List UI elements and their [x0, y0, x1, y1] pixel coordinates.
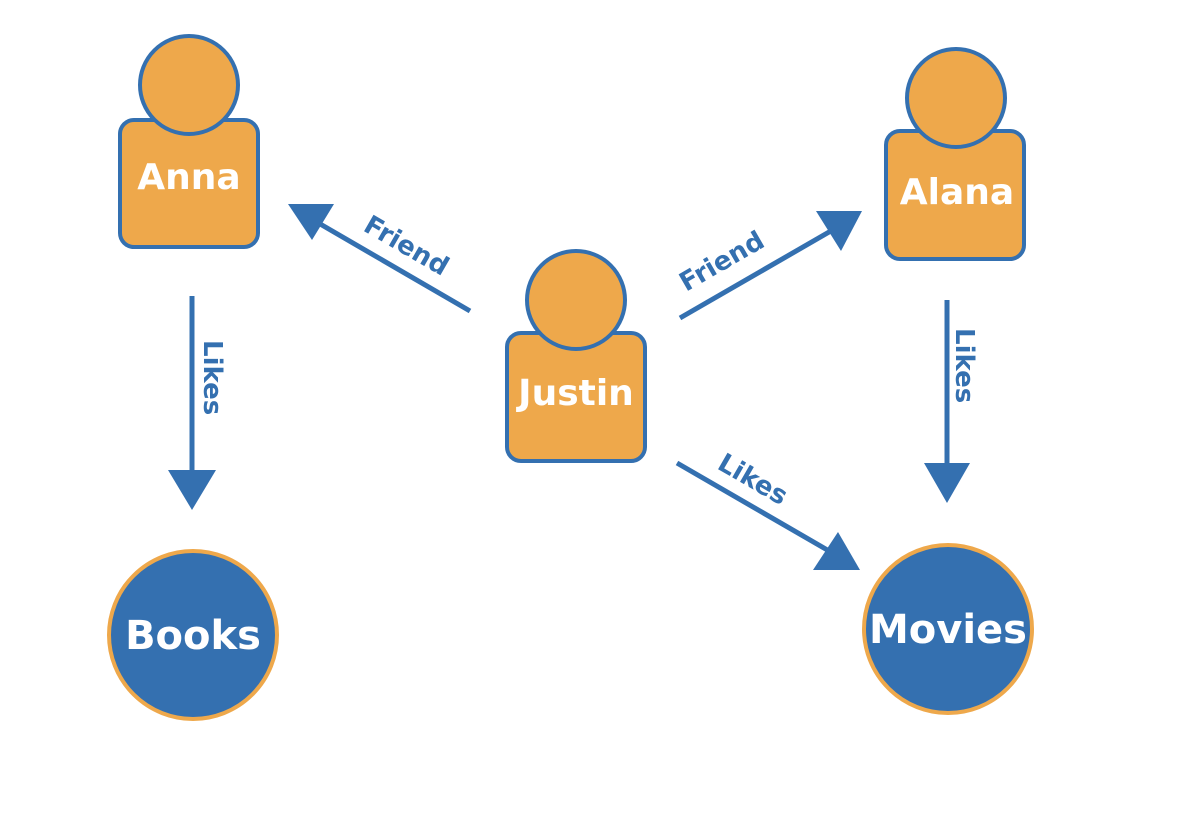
node-label-books: Books — [125, 613, 261, 659]
arrowhead-icon — [168, 470, 216, 510]
node-label-alana: Alana — [900, 172, 1014, 213]
node-label-justin: Justin — [515, 373, 634, 414]
edge-justin-alana: Friend — [675, 211, 862, 321]
edge-label-friend-alana: Friend — [675, 226, 770, 298]
arrowhead-icon — [288, 204, 334, 240]
edge-justin-anna: Friend — [288, 204, 472, 314]
arrowhead-icon — [816, 211, 862, 251]
edge-alana-movies: Likes — [924, 300, 979, 503]
node-movies[interactable]: Movies — [862, 543, 1034, 715]
node-anna[interactable]: Anna — [118, 34, 260, 249]
thing-circle-icon — [862, 543, 1034, 715]
person-head-icon — [905, 47, 1007, 149]
edge-label-likes-justin-movies: Likes — [713, 448, 793, 512]
thing-circle-icon — [107, 549, 279, 721]
node-justin[interactable]: Justin — [505, 249, 647, 463]
edge-anna-books: Likes — [168, 296, 227, 510]
person-head-icon — [525, 249, 627, 351]
node-label-anna: Anna — [137, 157, 240, 198]
node-label-movies: Movies — [869, 607, 1027, 653]
arrowhead-icon — [813, 532, 860, 570]
node-alana[interactable]: Alana — [884, 47, 1026, 261]
edge-label-likes-alana-movies: Likes — [949, 328, 979, 403]
person-head-icon — [138, 34, 240, 136]
arrowhead-icon — [924, 463, 970, 503]
node-books[interactable]: Books — [107, 549, 279, 721]
edge-label-likes-books: Likes — [197, 340, 227, 415]
edge-justin-movies: Likes — [675, 448, 860, 570]
